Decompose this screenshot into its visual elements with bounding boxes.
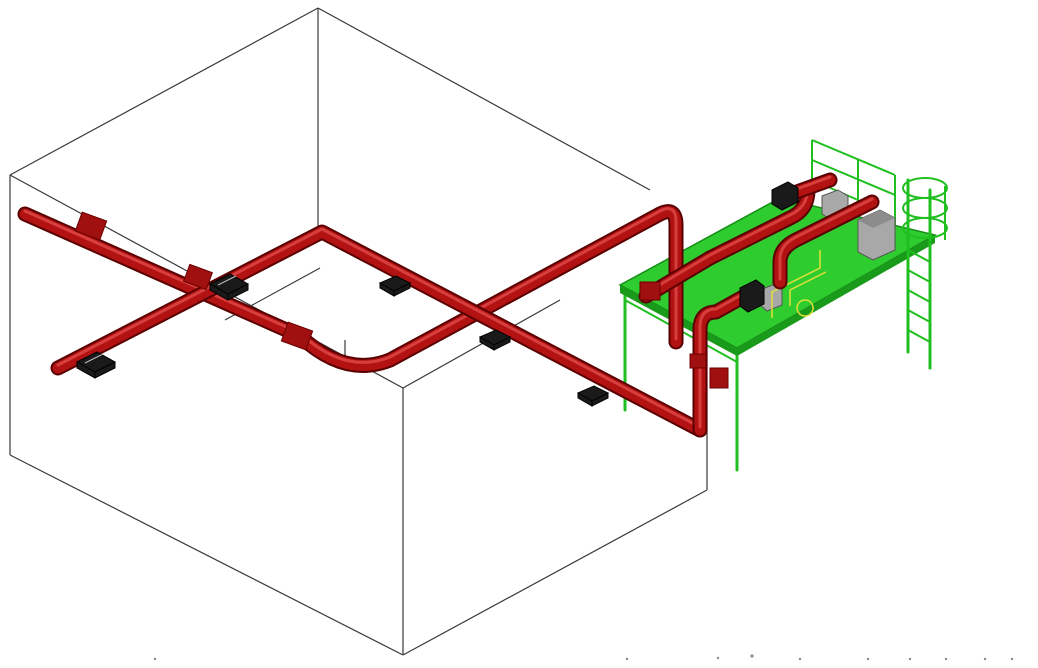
supply-header-duct-duct-hi xyxy=(778,197,874,281)
duct-runs xyxy=(17,172,880,438)
refrigerant-piping xyxy=(771,250,827,318)
room-edge xyxy=(317,7,651,191)
supply-diffuser xyxy=(75,351,117,379)
room-edge xyxy=(9,7,319,176)
room-edge xyxy=(9,454,404,656)
supply-diffuser xyxy=(478,329,512,351)
supply-diffuser xyxy=(378,275,412,297)
platform-deck-edge xyxy=(737,235,935,356)
duct-collars xyxy=(74,211,729,389)
diffusers xyxy=(75,181,799,407)
riser-duct-duct-hi xyxy=(698,287,754,429)
ductwork xyxy=(17,172,880,438)
supply-diffuser xyxy=(208,273,250,301)
scan-artifacts xyxy=(153,654,1014,661)
room-edge xyxy=(402,489,708,656)
branch-duct-upper-duct-hi xyxy=(56,227,702,429)
cage-ladder xyxy=(902,177,948,370)
branch-duct-upper-duct-body xyxy=(52,226,706,436)
return-grille xyxy=(771,181,799,211)
main-supply-duct-duct-hi xyxy=(23,207,678,364)
supply-diffuser xyxy=(576,385,610,407)
room-edge xyxy=(402,299,561,389)
return-grille xyxy=(739,279,765,313)
